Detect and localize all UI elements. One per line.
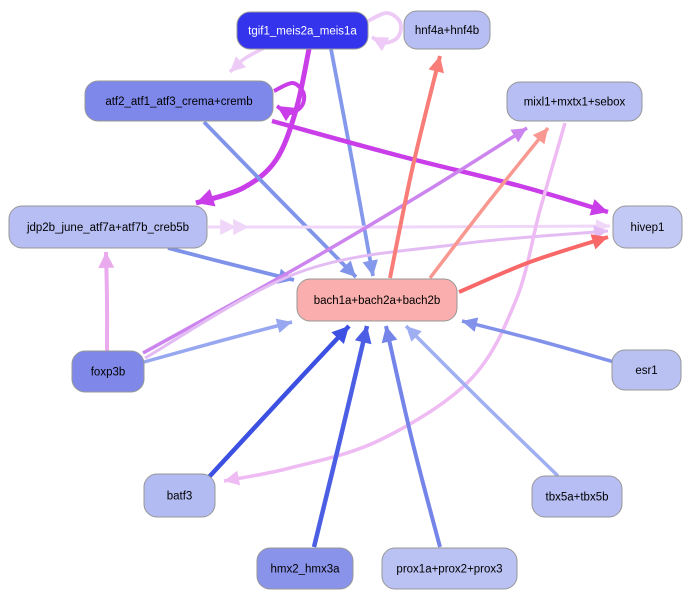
- edge-batf3-to-bach: [207, 324, 351, 479]
- node-box-tbx5a: [531, 475, 623, 518]
- edge-arrowhead: [233, 219, 249, 235]
- edge-line: [458, 235, 609, 294]
- edge-prox1a-to-bach: [381, 325, 442, 548]
- node-esr1: esr1: [611, 349, 682, 391]
- edge-line: [329, 48, 375, 277]
- node-atf2: atf2_atf1_atf3_crema+cremb: [84, 80, 274, 122]
- node-label-foxp3b: foxp3b: [91, 367, 126, 379]
- node-box-bach: [296, 278, 458, 322]
- edge-arrowhead: [277, 106, 295, 122]
- node-box-mixl1: [506, 81, 643, 122]
- edge-line: [428, 126, 550, 280]
- edge-line: [143, 320, 293, 364]
- edge-arrowhead: [589, 199, 608, 216]
- edge-arrowhead: [428, 56, 444, 74]
- edge-arrowhead: [339, 260, 356, 277]
- node-label-jdp2b: jdp2b_june_atf7a+atf7b_creb5b: [26, 222, 189, 234]
- edge-arrowhead: [224, 470, 241, 486]
- edge-atf2-to-hivep1: [271, 118, 609, 216]
- edge-atf2-to-atf2: [273, 81, 307, 122]
- edge-arrowhead: [354, 326, 372, 345]
- edge-foxp3b-to-bach: [143, 318, 293, 364]
- edge-arrowhead: [331, 326, 349, 344]
- node-box-batf3: [143, 473, 216, 518]
- edge-arrowhead: [406, 326, 422, 342]
- node-label-mixl1: mixl1+mxtx1+sebox: [524, 97, 626, 109]
- edge-arrowhead: [98, 252, 115, 268]
- edge-foxp3b-to-mixl1: [142, 126, 528, 355]
- node-foxp3b: foxp3b: [71, 350, 145, 393]
- edge-bach-to-mixl1: [428, 126, 550, 280]
- node-label-hnf4a: hnf4a+hnf4b: [415, 25, 479, 37]
- node-label-esr1: esr1: [635, 365, 657, 377]
- node-label-tgif1: tgif1_meis2a_meis1a: [248, 26, 357, 38]
- edge-mixl1-to-batf3: [223, 122, 567, 486]
- edge-bach-to-hnf4a: [388, 55, 444, 279]
- edge-tbx5a-to-bach: [404, 324, 560, 478]
- edge-bach-to-hivep1: [458, 234, 609, 294]
- edge-arrowhead: [275, 318, 292, 333]
- edge-line: [388, 55, 442, 279]
- node-box-hmx2: [256, 547, 354, 590]
- edge-line: [461, 319, 615, 364]
- edge-arrowhead: [372, 37, 390, 52]
- edge-jdp2b-to-hivep1: [207, 219, 611, 235]
- node-box-hnf4a: [403, 10, 491, 50]
- node-label-tbx5a: tbx5a+tbx5b: [546, 492, 609, 504]
- edge-arrowhead: [510, 128, 527, 143]
- edge-line: [311, 325, 370, 548]
- node-label-hmx2: hmx2_hmx3a: [270, 564, 340, 576]
- node-label-batf3: batf3: [167, 491, 193, 503]
- edge-arrowhead: [196, 189, 216, 207]
- edge-tgif1-to-tgif1: [367, 11, 403, 52]
- edge-line: [271, 118, 609, 215]
- node-jdp2b: jdp2b_june_atf7a+atf7b_creb5b: [8, 205, 208, 249]
- edge-arrowhead: [532, 128, 548, 145]
- node-hmx2: hmx2_hmx3a: [256, 547, 354, 590]
- edge-foxp3b-to-jdp2b: [98, 251, 115, 352]
- node-label-bach: bach1a+bach2a+bach2b: [314, 295, 441, 307]
- edge-arrowhead: [362, 259, 378, 276]
- node-box-esr1: [611, 349, 682, 391]
- edge-line: [142, 126, 528, 355]
- node-box-atf2: [84, 80, 274, 122]
- edge-line: [384, 325, 442, 548]
- node-box-foxp3b: [71, 350, 145, 393]
- edge-arrowhead: [220, 219, 236, 235]
- edge-atf2-to-bach: [202, 120, 358, 279]
- node-hivep1: hivep1: [612, 205, 683, 249]
- edge-arrowhead: [462, 317, 479, 332]
- node-box-tgif1: [236, 11, 369, 50]
- edge-esr1-to-bach: [461, 317, 615, 364]
- node-batf3: batf3: [143, 473, 216, 518]
- node-tbx5a: tbx5a+tbx5b: [531, 475, 623, 518]
- edge-line: [207, 324, 351, 479]
- node-box-jdp2b: [8, 205, 208, 249]
- edge-arrowhead: [381, 326, 398, 344]
- edge-arrowhead: [590, 234, 608, 250]
- edge-arrowhead: [230, 56, 246, 72]
- node-tgif1: tgif1_meis2a_meis1a: [236, 11, 369, 50]
- node-box-prox1a: [381, 547, 518, 590]
- edge-line: [207, 224, 611, 229]
- edge-hmx2-to-bach: [311, 325, 372, 548]
- edge-line: [404, 324, 560, 478]
- edge-line: [144, 229, 609, 360]
- node-hnf4a: hnf4a+hnf4b: [403, 10, 491, 50]
- edge-line: [167, 246, 295, 282]
- node-label-hivep1: hivep1: [631, 222, 665, 234]
- edge-tgif1-to-bach: [329, 48, 378, 277]
- edge-line: [202, 120, 358, 279]
- node-bach: bach1a+bach2a+bach2b: [296, 278, 458, 322]
- edge-line: [223, 122, 567, 483]
- edge-tgif1-to-atf2: [228, 46, 265, 74]
- node-label-atf2: atf2_atf1_atf3_crema+cremb: [105, 96, 252, 108]
- node-prox1a: prox1a+prox2+prox3: [381, 547, 518, 590]
- node-mixl1: mixl1+mxtx1+sebox: [506, 81, 643, 122]
- node-box-hivep1: [612, 205, 683, 249]
- node-label-prox1a: prox1a+prox2+prox3: [396, 564, 502, 576]
